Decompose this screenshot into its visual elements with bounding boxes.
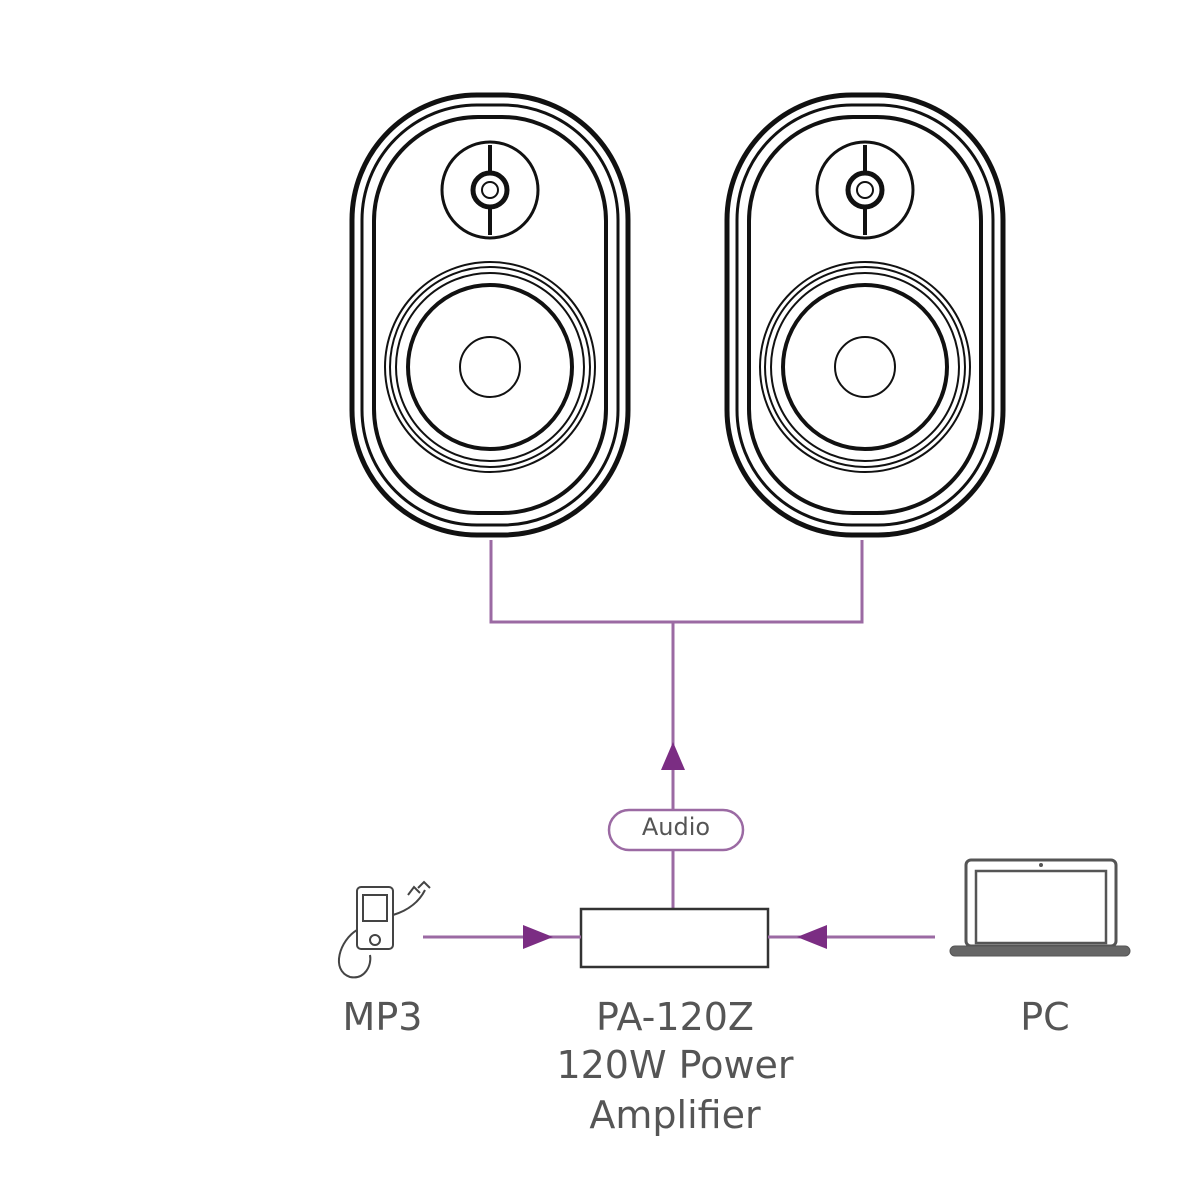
audio-label: Audio <box>641 813 711 841</box>
mp3-player-icon <box>338 880 431 979</box>
amplifier-type-label: Amplifier <box>589 1093 761 1137</box>
right-speaker-icon <box>727 95 1003 535</box>
amplifier-model-label: PA-120Z <box>596 995 754 1039</box>
pc-arrow-icon <box>797 925 827 949</box>
left-speaker-icon <box>352 95 628 535</box>
audio-label-pill <box>607 808 745 852</box>
mp3-label: MP3 <box>342 995 423 1039</box>
amplifier-power-label: 120W Power <box>556 1043 794 1087</box>
mp3-arrow-icon <box>523 925 553 949</box>
laptop-icon <box>949 858 1131 957</box>
speaker-wiring <box>489 540 864 910</box>
pc-label: PC <box>1020 995 1070 1039</box>
audio-arrow-up-icon <box>661 742 685 770</box>
amplifier-box <box>579 907 770 969</box>
